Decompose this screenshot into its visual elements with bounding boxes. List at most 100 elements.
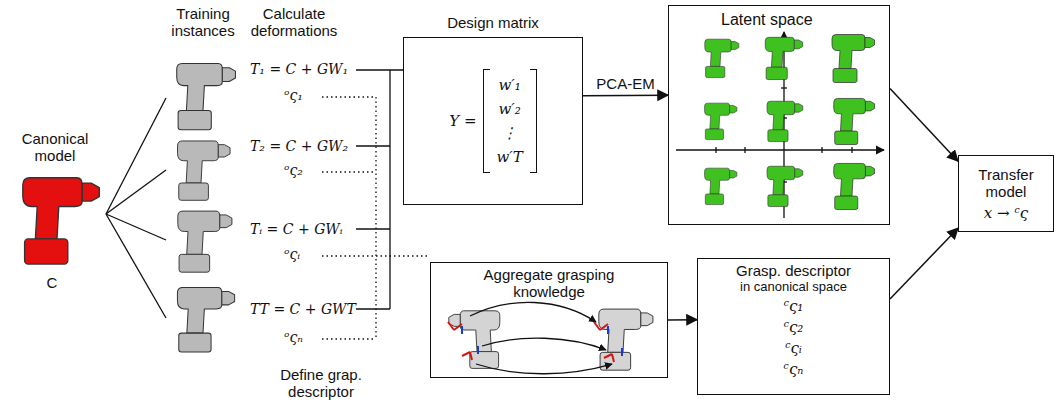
matrix-entry: ⋮ xyxy=(502,121,517,145)
edge-label: PCA-EM xyxy=(594,75,656,92)
descriptor-item: ᶜς₁ xyxy=(784,296,804,317)
aggregate-picture xyxy=(448,322,462,330)
aggregate-picture xyxy=(470,302,612,373)
matrix-row: Y = w′₁w′₂⋮w′T xyxy=(404,38,582,204)
latent-drills xyxy=(767,101,803,141)
bracket-lines xyxy=(356,145,390,146)
math-label: ᵒςₙ xyxy=(284,328,320,346)
box-title: Aggregate grasping knowledge xyxy=(469,266,629,300)
math-label: TT = C + GWT xyxy=(250,300,354,318)
fan-lines xyxy=(106,98,166,318)
process-box: Grasp. descriptorin canonical spaceᶜς₁ᶜς… xyxy=(697,258,890,395)
latent-drills xyxy=(834,163,875,209)
latent-axes xyxy=(676,149,884,150)
dotted-lines xyxy=(322,338,376,339)
matrix-bracket xyxy=(483,69,490,173)
dotted-lines xyxy=(322,171,376,172)
dotted-lines xyxy=(375,97,376,339)
bracket-lines xyxy=(356,228,390,229)
text-label: Calculate deformations xyxy=(244,5,344,39)
aggregate-picture xyxy=(477,346,479,354)
math-label: ᵒς₂ xyxy=(284,161,320,179)
process-box: Transfer model x → ᶜς xyxy=(958,155,1054,232)
latent-drills xyxy=(767,166,803,206)
aggregate-picture xyxy=(604,354,614,362)
latent-drills xyxy=(705,35,875,210)
bracket-lines xyxy=(356,70,403,309)
matrix-entry: w′T xyxy=(497,145,523,169)
text-label: C xyxy=(40,274,64,291)
box-title: Transfer model xyxy=(964,166,1048,200)
dotted-lines xyxy=(322,96,376,97)
bracket-lines xyxy=(356,308,390,309)
box-formula: x → ᶜς xyxy=(984,204,1028,222)
process-box: Design matrixY =w′₁w′₂⋮w′T xyxy=(403,37,583,205)
text-label: Training instances xyxy=(160,5,246,39)
latent-axes xyxy=(821,147,822,153)
latent-axes xyxy=(676,32,884,218)
latent-drills xyxy=(705,39,739,77)
math-label: ᵒς₁ xyxy=(284,86,320,104)
latent-drills xyxy=(705,103,737,139)
process-box: Aggregate grasping knowledge xyxy=(430,262,668,378)
text-label: Define grap. descriptor xyxy=(246,366,396,400)
arrow-connector xyxy=(668,319,697,321)
fan-lines xyxy=(106,170,166,214)
arrow-connector xyxy=(890,228,958,299)
aggregate-picture xyxy=(470,302,596,322)
aggregate-picture xyxy=(448,322,614,362)
aggregate-picture xyxy=(594,322,608,330)
fan-lines xyxy=(106,214,166,240)
aggregate-picture xyxy=(599,309,653,370)
latent-drills xyxy=(765,37,802,79)
training-drills xyxy=(177,64,236,130)
matrix: w′₁w′₂⋮w′T xyxy=(483,69,537,173)
descriptor-item: ᶜςₙ xyxy=(784,359,804,380)
latent-drills xyxy=(832,35,875,83)
latent-axes xyxy=(781,87,787,88)
descriptor-item: ᶜς₂ xyxy=(784,317,804,338)
descriptor-item: ᶜςᵢ xyxy=(785,338,802,359)
math-label: T₂ = C + GW₂ xyxy=(250,137,354,155)
math-label: ᵒςᵢ xyxy=(284,245,320,263)
matrix-lhs: Y = xyxy=(449,112,476,130)
math-label: Tᵢ = C + GWᵢ xyxy=(250,220,354,238)
text-label: Canonical model xyxy=(0,130,110,164)
aggregate-picture xyxy=(621,348,623,356)
latent-axes xyxy=(715,147,716,153)
matrix-entry: w′₁ xyxy=(498,73,520,97)
aggregate-picture xyxy=(448,302,653,373)
matrix-entry: w′₂ xyxy=(498,97,520,121)
aggregate-picture xyxy=(476,364,612,374)
training-drills xyxy=(178,211,232,272)
box-subtitle: in canonical space xyxy=(740,279,847,294)
bracket-lines xyxy=(356,69,403,70)
latent-axes xyxy=(744,147,745,153)
training-drills xyxy=(178,141,231,200)
box-title: Design matrix xyxy=(404,14,582,31)
matrix-bracket xyxy=(530,69,537,173)
fan-lines xyxy=(106,214,166,318)
aggregate-picture xyxy=(462,326,622,356)
latent-drills xyxy=(834,98,875,144)
training-drills xyxy=(177,64,236,352)
aggregate-picture xyxy=(461,326,463,334)
latent-drills xyxy=(705,168,737,204)
process-box: Latent space xyxy=(668,5,890,225)
arrow-connector xyxy=(890,89,958,162)
aggregate-picture xyxy=(449,311,500,369)
arrow-connector xyxy=(583,94,668,96)
fan-lines xyxy=(106,98,166,214)
box-title: Grasp. descriptor xyxy=(736,262,851,279)
canonical-drill xyxy=(23,178,100,264)
bracket-lines xyxy=(389,70,390,309)
training-drills xyxy=(177,287,234,352)
box-title: Latent space xyxy=(719,11,815,29)
aggregate-picture xyxy=(482,338,606,350)
aggregate-picture xyxy=(462,352,472,360)
aggregate-picture xyxy=(449,311,500,369)
aggregate-picture xyxy=(607,326,609,334)
